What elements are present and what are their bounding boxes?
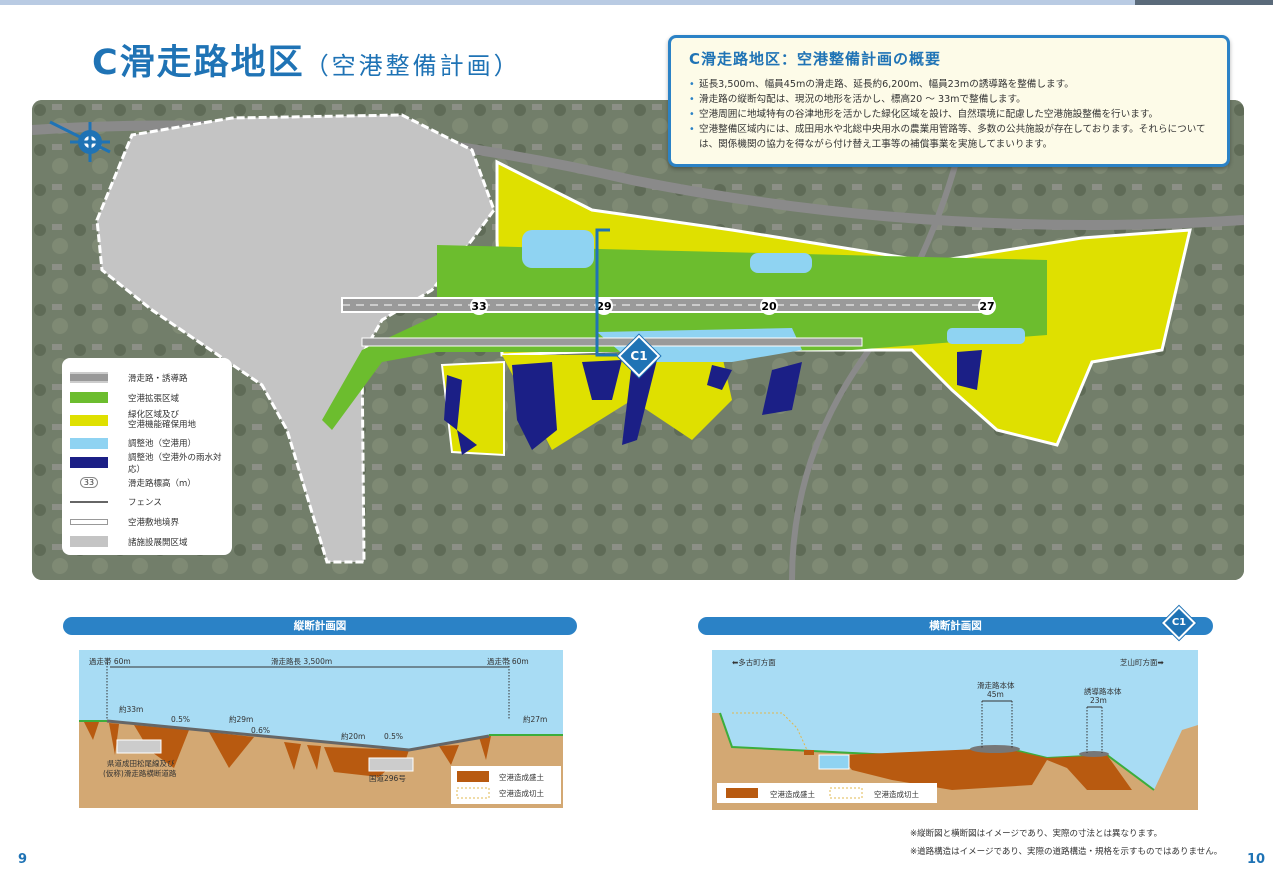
svg-text:過走帯 60m: 過走帯 60m [89, 656, 131, 666]
section-line [595, 228, 617, 357]
svg-text:23m: 23m [1090, 696, 1107, 705]
fence-swatch [70, 501, 108, 504]
legend-label: フェンス [128, 498, 162, 509]
facility-swatch [70, 536, 108, 548]
legend-label: 空港拡張区域 [128, 393, 180, 404]
svg-text:33: 33 [471, 300, 486, 313]
svg-text:滑走路本体: 滑走路本体 [977, 680, 1015, 690]
top-stripe [0, 0, 1135, 5]
svg-text:0.5%: 0.5% [384, 732, 403, 741]
legend-label: 諸施設展開区域 [128, 537, 188, 548]
page-number-right: 10 [1247, 852, 1266, 867]
svg-text:45m: 45m [987, 690, 1004, 699]
summary-item: 空港周囲に地域特有の谷津地形を活かした緑化区域を設け、自然環境に配慮した空港施設… [689, 107, 1209, 122]
note: ※縦断図と横断図はイメージであり、実際の寸法とは異なります。 [910, 829, 1163, 839]
top-stripe-dark [1135, 0, 1273, 5]
svg-text:県道成田松尾線及び: 県道成田松尾線及び [107, 758, 175, 768]
legend-label: 調整池（空港外の雨水対応） [128, 452, 222, 475]
cross-section-badge: C1 [1171, 617, 1187, 628]
page-title: C滑走路地区（空港整備計画） [92, 43, 521, 83]
summary-item: 延長3,500m、幅員45mの滑走路、延長約6,200m、幅員23mの誘導路を整… [689, 77, 1209, 92]
svg-text:0.5%: 0.5% [171, 715, 190, 724]
cross-section-diagram: ⬅多古町方面 芝山町方面➡ 滑走路本体 45m 誘導路本体 23m 空港造成盛土… [712, 650, 1198, 810]
summary-item: 滑走路の縦断勾配は、現況の地形を活かし、標高20 ～ 33mで整備します。 [689, 92, 1209, 107]
svg-text:空港造成切土: 空港造成切土 [499, 788, 544, 798]
svg-text:約29m: 約29m [229, 714, 253, 724]
svg-text:芝山町方面➡: 芝山町方面➡ [1120, 657, 1164, 667]
pond-swatch [70, 437, 108, 449]
compass-icon [49, 120, 111, 162]
elevation-symbol: 33 [79, 477, 99, 489]
svg-text:空港造成切土: 空港造成切土 [874, 789, 919, 799]
longitudinal-section-header: 縦断計画図 [63, 617, 577, 635]
runway-swatch [70, 372, 108, 384]
svg-text:滑走路長 3,500m: 滑走路長 3,500m [271, 656, 332, 666]
svg-text:空港造成盛土: 空港造成盛土 [499, 772, 544, 782]
external-pond-swatch [70, 457, 108, 469]
svg-text:誘導路本体: 誘導路本体 [1084, 686, 1122, 696]
svg-text:国道296号: 国道296号 [369, 773, 406, 783]
svg-text:過走帯 60m: 過走帯 60m [487, 656, 529, 666]
svg-text:(仮称)滑走路横断道路: (仮称)滑走路横断道路 [103, 768, 177, 778]
svg-text:⬅多古町方面: ⬅多古町方面 [732, 657, 776, 667]
summary-heading: C滑走路地区：空港整備計画の概要 [689, 50, 942, 68]
summary-box: C滑走路地区：空港整備計画の概要 延長3,500m、幅員45mの滑走路、延長約6… [668, 35, 1230, 167]
svg-text:20: 20 [761, 300, 777, 313]
svg-text:0.6%: 0.6% [251, 726, 270, 735]
svg-text:約27m: 約27m [523, 714, 547, 724]
green-zone-swatch [70, 414, 108, 426]
svg-text:27: 27 [979, 300, 994, 313]
svg-text:空港造成盛土: 空港造成盛土 [770, 789, 815, 799]
note: ※道路構造はイメージであり、実際の道路構造・規格を示すものではありません。 [910, 847, 1223, 857]
cross-section-header: 横断計画図 [698, 617, 1213, 635]
svg-text:約33m: 約33m [119, 704, 143, 714]
svg-text:29: 29 [596, 300, 611, 313]
svg-text:約20m: 約20m [341, 731, 365, 741]
boundary-swatch [70, 518, 108, 525]
legend-label: 空港敷地境界 [128, 517, 180, 528]
summary-item: 空港整備区域内には、成田用水や北総中央用水の農業用管路等、多数の公共施設が存在し… [689, 122, 1209, 152]
page-number-left: 9 [18, 852, 28, 867]
legend-label: 調整池（空港用） [128, 439, 197, 450]
legend-label: 滑走路・誘導路 [128, 373, 188, 384]
expansion-swatch [70, 392, 108, 404]
legend-label: 緑化区域及び 空港機能確保用地 [128, 410, 197, 431]
legend-label: 滑走路標高（m） [128, 478, 196, 489]
map-legend: 滑走路・誘導路 空港拡張区域 緑化区域及び 空港機能確保用地 調整池（空港用） … [62, 358, 232, 555]
longitudinal-diagram: 過走帯 60m 滑走路長 3,500m 過走帯 60m 約33m 約29m 約2… [79, 650, 563, 808]
